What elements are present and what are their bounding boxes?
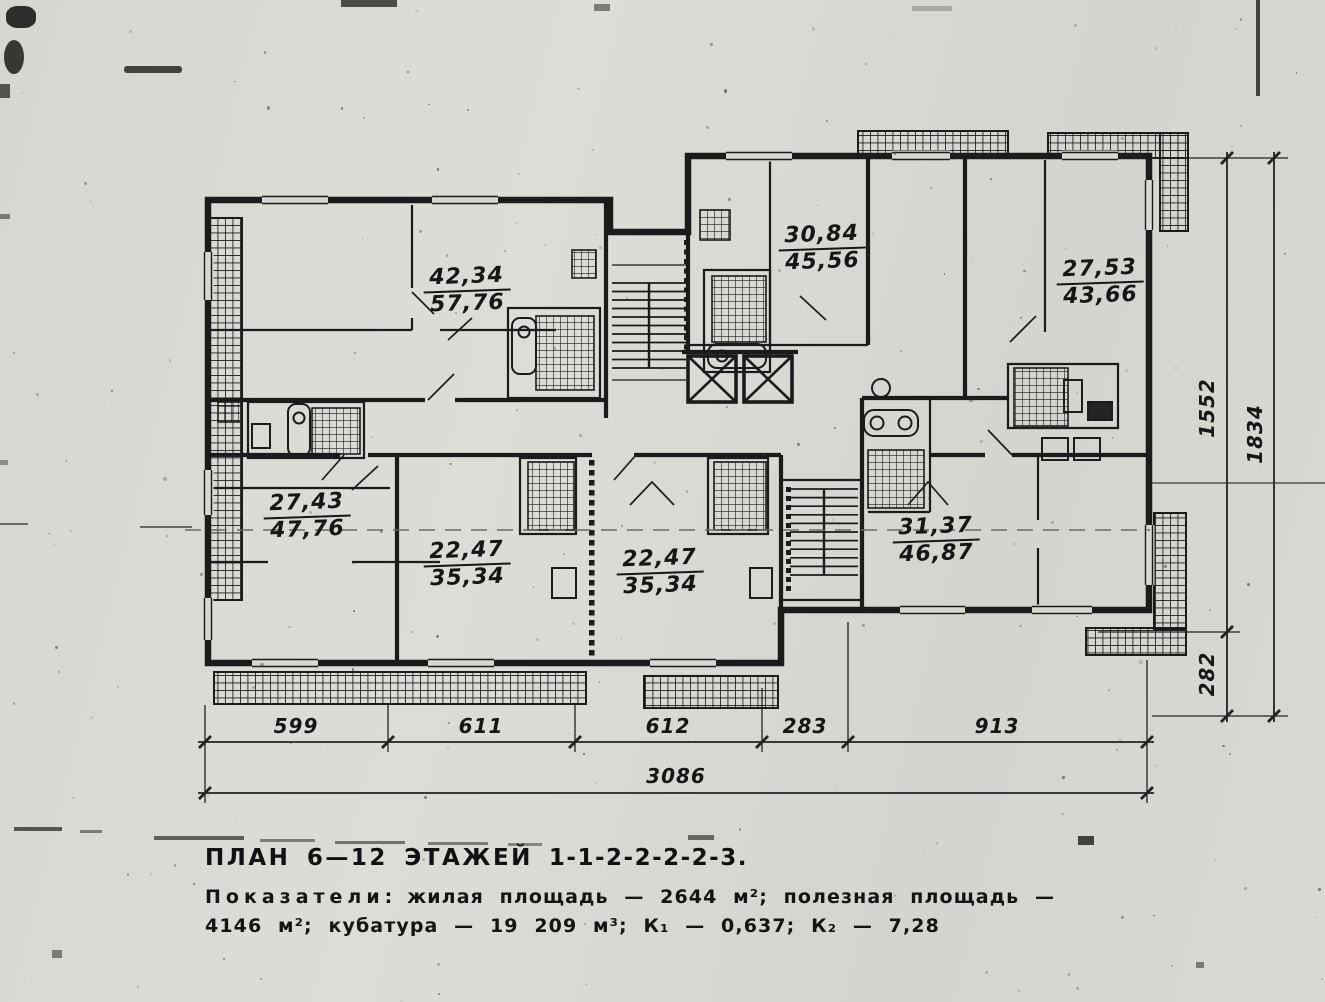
plan-notes-line-2: 4146 м²; кубатура — 19 209 м³; К₁ — 0,63… — [205, 915, 940, 937]
partition-walls — [208, 160, 1120, 610]
plan-title: ПЛАН 6—12 ЭТАЖЕЙ 1-1-2-2-2-2-3. — [205, 845, 748, 871]
notes-label: Показатели: — [205, 886, 398, 908]
section-axis-line — [0, 482, 1325, 531]
dim-label-913: 913 — [974, 714, 1020, 738]
staircase-top-symbol — [612, 264, 686, 381]
area-label-apartment-top-middle: 30,84 45,56 — [777, 221, 866, 276]
door-swing-strokes — [321, 291, 1037, 506]
total-area-value: 57,76 — [429, 289, 506, 318]
area-label-apartment-bottom-mid-1: 22,47 35,34 — [422, 537, 511, 592]
total-area-value: 43,66 — [1062, 281, 1139, 310]
outer-walls — [204, 152, 1153, 667]
dim-label-283: 283 — [782, 714, 828, 738]
plan-title-main: ПЛАН 6—12 ЭТАЖЕЙ — [205, 845, 533, 871]
total-area-value: 35,34 — [622, 571, 699, 600]
plumbing-fixtures — [251, 317, 1113, 599]
dim-label-3086: 3086 — [646, 764, 706, 788]
elevator-shafts — [686, 354, 794, 404]
balcony-hatch-strips — [205, 130, 1189, 709]
plan-title-scheme: 1-1-2-2-2-2-3. — [548, 845, 748, 871]
total-area-value: 35,34 — [429, 563, 506, 592]
window-openings — [202, 150, 1155, 669]
dotted-partition-rows — [589, 240, 791, 656]
area-label-apartment-top-right: 27,53 43,66 — [1055, 255, 1144, 310]
plan-notes-line-1: Показатели: жилая площадь — 2644 м²; поле… — [205, 886, 1055, 908]
total-area-value: 45,56 — [784, 247, 861, 276]
total-area-value: 46,87 — [898, 539, 975, 568]
structural-walls — [208, 156, 1149, 663]
staircase-bottom-symbol — [790, 488, 858, 576]
dimension-lines — [198, 151, 1288, 803]
area-label-apartment-bottom-left: 27,43 47,76 — [262, 489, 351, 544]
notes-line-1-text: жилая площадь — 2644 м²; полезная площад… — [407, 886, 1056, 908]
dim-label-1834: 1834 — [1243, 404, 1267, 464]
dim-label-611: 611 — [458, 714, 504, 738]
dim-label-612: 612 — [645, 714, 691, 738]
dim-label-1552: 1552 — [1195, 378, 1219, 438]
dim-label-599: 599 — [273, 714, 319, 738]
area-label-apartment-bottom-mid-2: 22,47 35,34 — [615, 545, 704, 600]
area-label-apartment-top-left: 42,34 57,76 — [422, 263, 511, 318]
area-label-apartment-bottom-right: 31,37 46,87 — [891, 513, 980, 568]
bathroom-tiled-floors — [217, 209, 1069, 531]
total-area-value: 47,76 — [269, 515, 346, 544]
